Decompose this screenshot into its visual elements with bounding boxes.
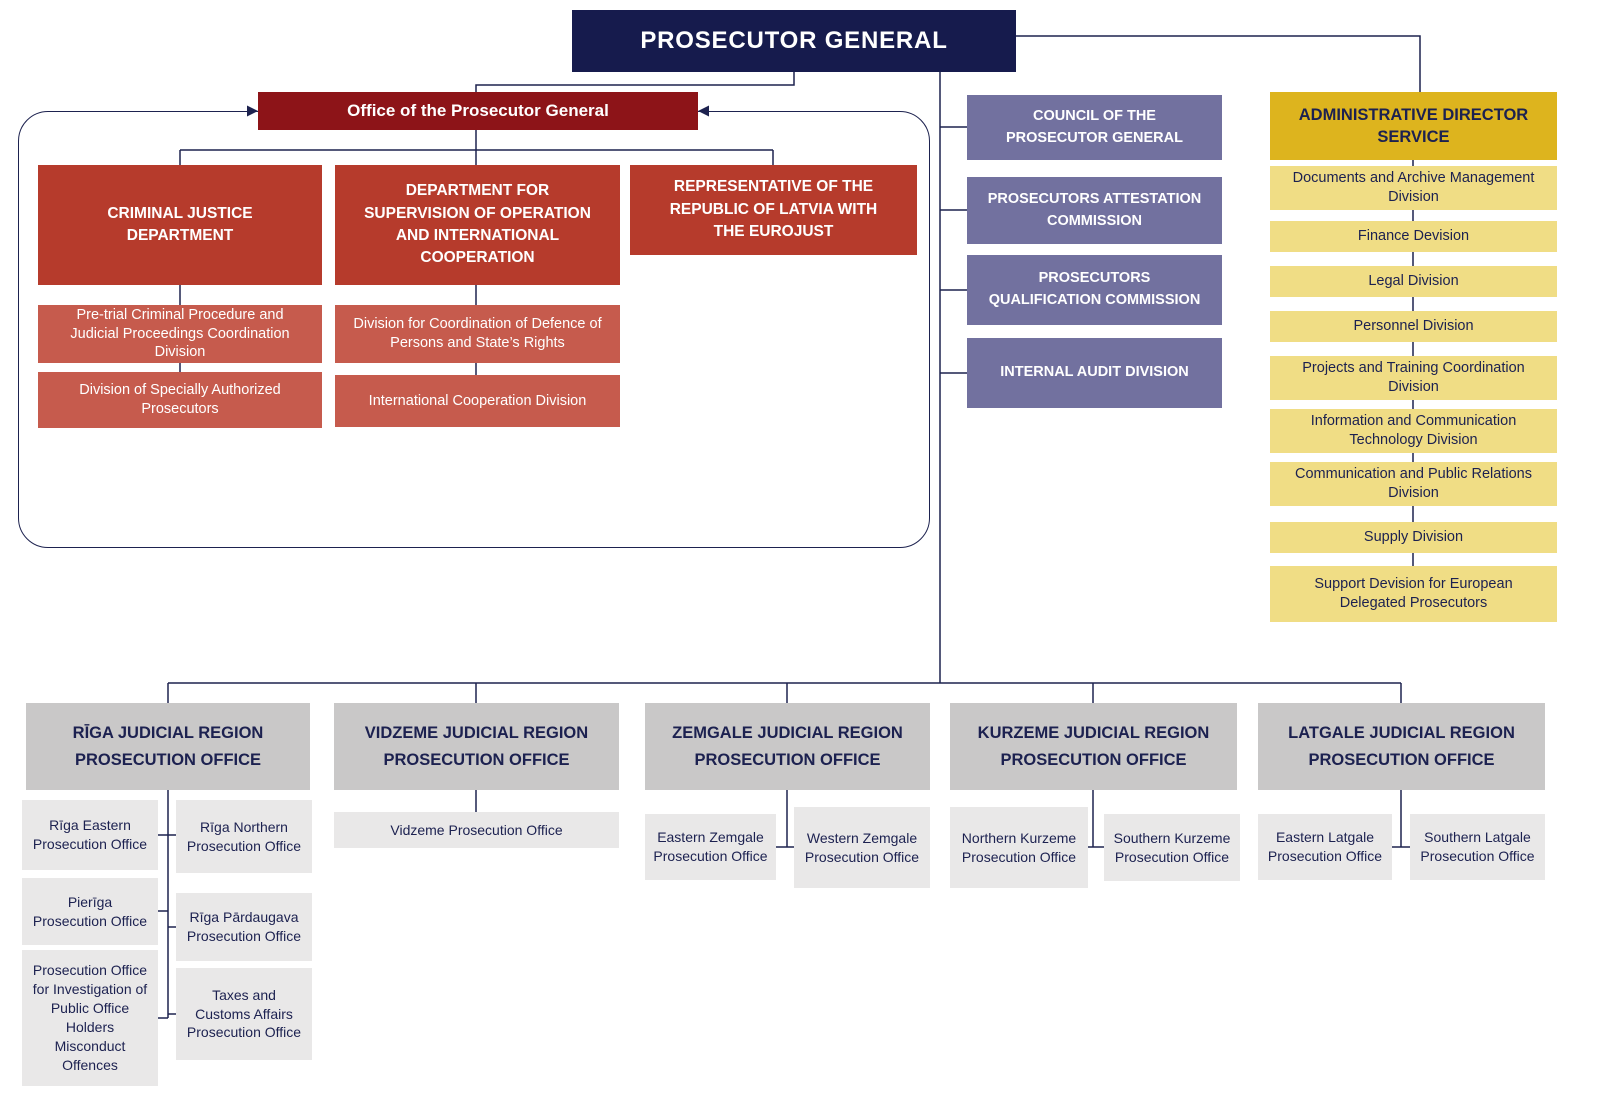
node-supervision-department: DEPARTMENT FOR SUPERVISION OF OPERATION … bbox=[335, 165, 620, 285]
node-internal-audit-division: INTERNAL AUDIT DIVISION bbox=[967, 338, 1222, 408]
node-criminal-justice-department: CRIMINAL JUSTICE DEPARTMENT bbox=[38, 165, 322, 285]
node-riga-pardaugava-office: Rīga Pārdaugava Prosecution Office bbox=[176, 893, 312, 961]
node-vidzeme-office: Vidzeme Prosecution Office bbox=[334, 812, 619, 848]
node-kurzeme-region: KURZEME JUDICIAL REGION PROSECUTION OFFI… bbox=[950, 703, 1237, 790]
node-supply-division: Supply Division bbox=[1270, 522, 1557, 553]
node-southern-kurzeme-office: Southern Kurzeme Prosecution Office bbox=[1104, 814, 1240, 881]
node-defence-coordination-division: Division for Coordination of Defence of … bbox=[335, 305, 620, 363]
line-root-to-admin bbox=[1016, 35, 1421, 92]
node-office-of-prosecutor-general: Office of the Prosecutor General bbox=[258, 92, 698, 130]
node-specially-authorized-division: Division of Specially Authorized Prosecu… bbox=[38, 372, 322, 428]
node-zemgale-region: ZEMGALE JUDICIAL REGION PROSECUTION OFFI… bbox=[645, 703, 930, 790]
node-personnel-division: Personnel Division bbox=[1270, 311, 1557, 342]
node-latgale-region: LATGALE JUDICIAL REGION PROSECUTION OFFI… bbox=[1258, 703, 1545, 790]
node-vidzeme-region: VIDZEME JUDICIAL REGION PROSECUTION OFFI… bbox=[334, 703, 619, 790]
line-root-to-office bbox=[475, 72, 795, 92]
node-projects-training-division: Projects and Training Coordination Divis… bbox=[1270, 356, 1557, 400]
node-international-cooperation-division: International Cooperation Division bbox=[335, 375, 620, 427]
node-riga-northern-office: Rīga Northern Prosecution Office bbox=[176, 800, 312, 873]
node-pretrial-coordination-division: Pre-trial Criminal Procedure and Judicia… bbox=[38, 305, 322, 363]
node-riga-eastern-office: Rīga Eastern Prosecution Office bbox=[22, 800, 158, 870]
node-southern-latgale-office: Southern Latgale Prosecution Office bbox=[1410, 814, 1545, 880]
node-communication-pr-division: Communication and Public Relations Divis… bbox=[1270, 462, 1557, 506]
node-prosecutor-general: PROSECUTOR GENERAL bbox=[572, 10, 1016, 72]
node-administrative-director-service: ADMINISTRATIVE DIRECTOR SERVICE bbox=[1270, 92, 1557, 160]
node-finance-division: Finance Devision bbox=[1270, 221, 1557, 252]
node-northern-kurzeme-office: Northern Kurzeme Prosecution Office bbox=[950, 807, 1088, 888]
node-council-of-prosecutor-general: COUNCIL OF THE PROSECUTOR GENERAL bbox=[967, 95, 1222, 160]
node-riga-region: RĪGA JUDICIAL REGION PROSECUTION OFFICE bbox=[26, 703, 310, 790]
node-ict-division: Information and Communication Technology… bbox=[1270, 409, 1557, 453]
node-western-zemgale-office: Western Zemgale Prosecution Office bbox=[794, 807, 930, 888]
node-eastern-zemgale-office: Eastern Zemgale Prosecution Office bbox=[645, 814, 776, 880]
node-qualification-commission: PROSECUTORS QUALIFICATION COMMISSION bbox=[967, 255, 1222, 325]
node-public-office-misconduct-office: Prosecution Office for Investigation of … bbox=[22, 950, 158, 1086]
node-eurojust-representative: REPRESENTATIVE OF THE REPUBLIC OF LATVIA… bbox=[630, 165, 917, 255]
node-edp-support-division: Support Devision for European Delegated … bbox=[1270, 566, 1557, 622]
node-taxes-customs-office: Taxes and Customs Affairs Prosecution Of… bbox=[176, 968, 312, 1060]
node-attestation-commission: PROSECUTORS ATTESTATION COMMISSION bbox=[967, 177, 1222, 244]
node-legal-division: Legal Division bbox=[1270, 266, 1557, 297]
node-pieriga-office: Pierīga Prosecution Office bbox=[22, 878, 158, 945]
node-documents-archive-division: Documents and Archive Management Divisio… bbox=[1270, 166, 1557, 210]
node-eastern-latgale-office: Eastern Latgale Prosecution Office bbox=[1258, 814, 1392, 880]
